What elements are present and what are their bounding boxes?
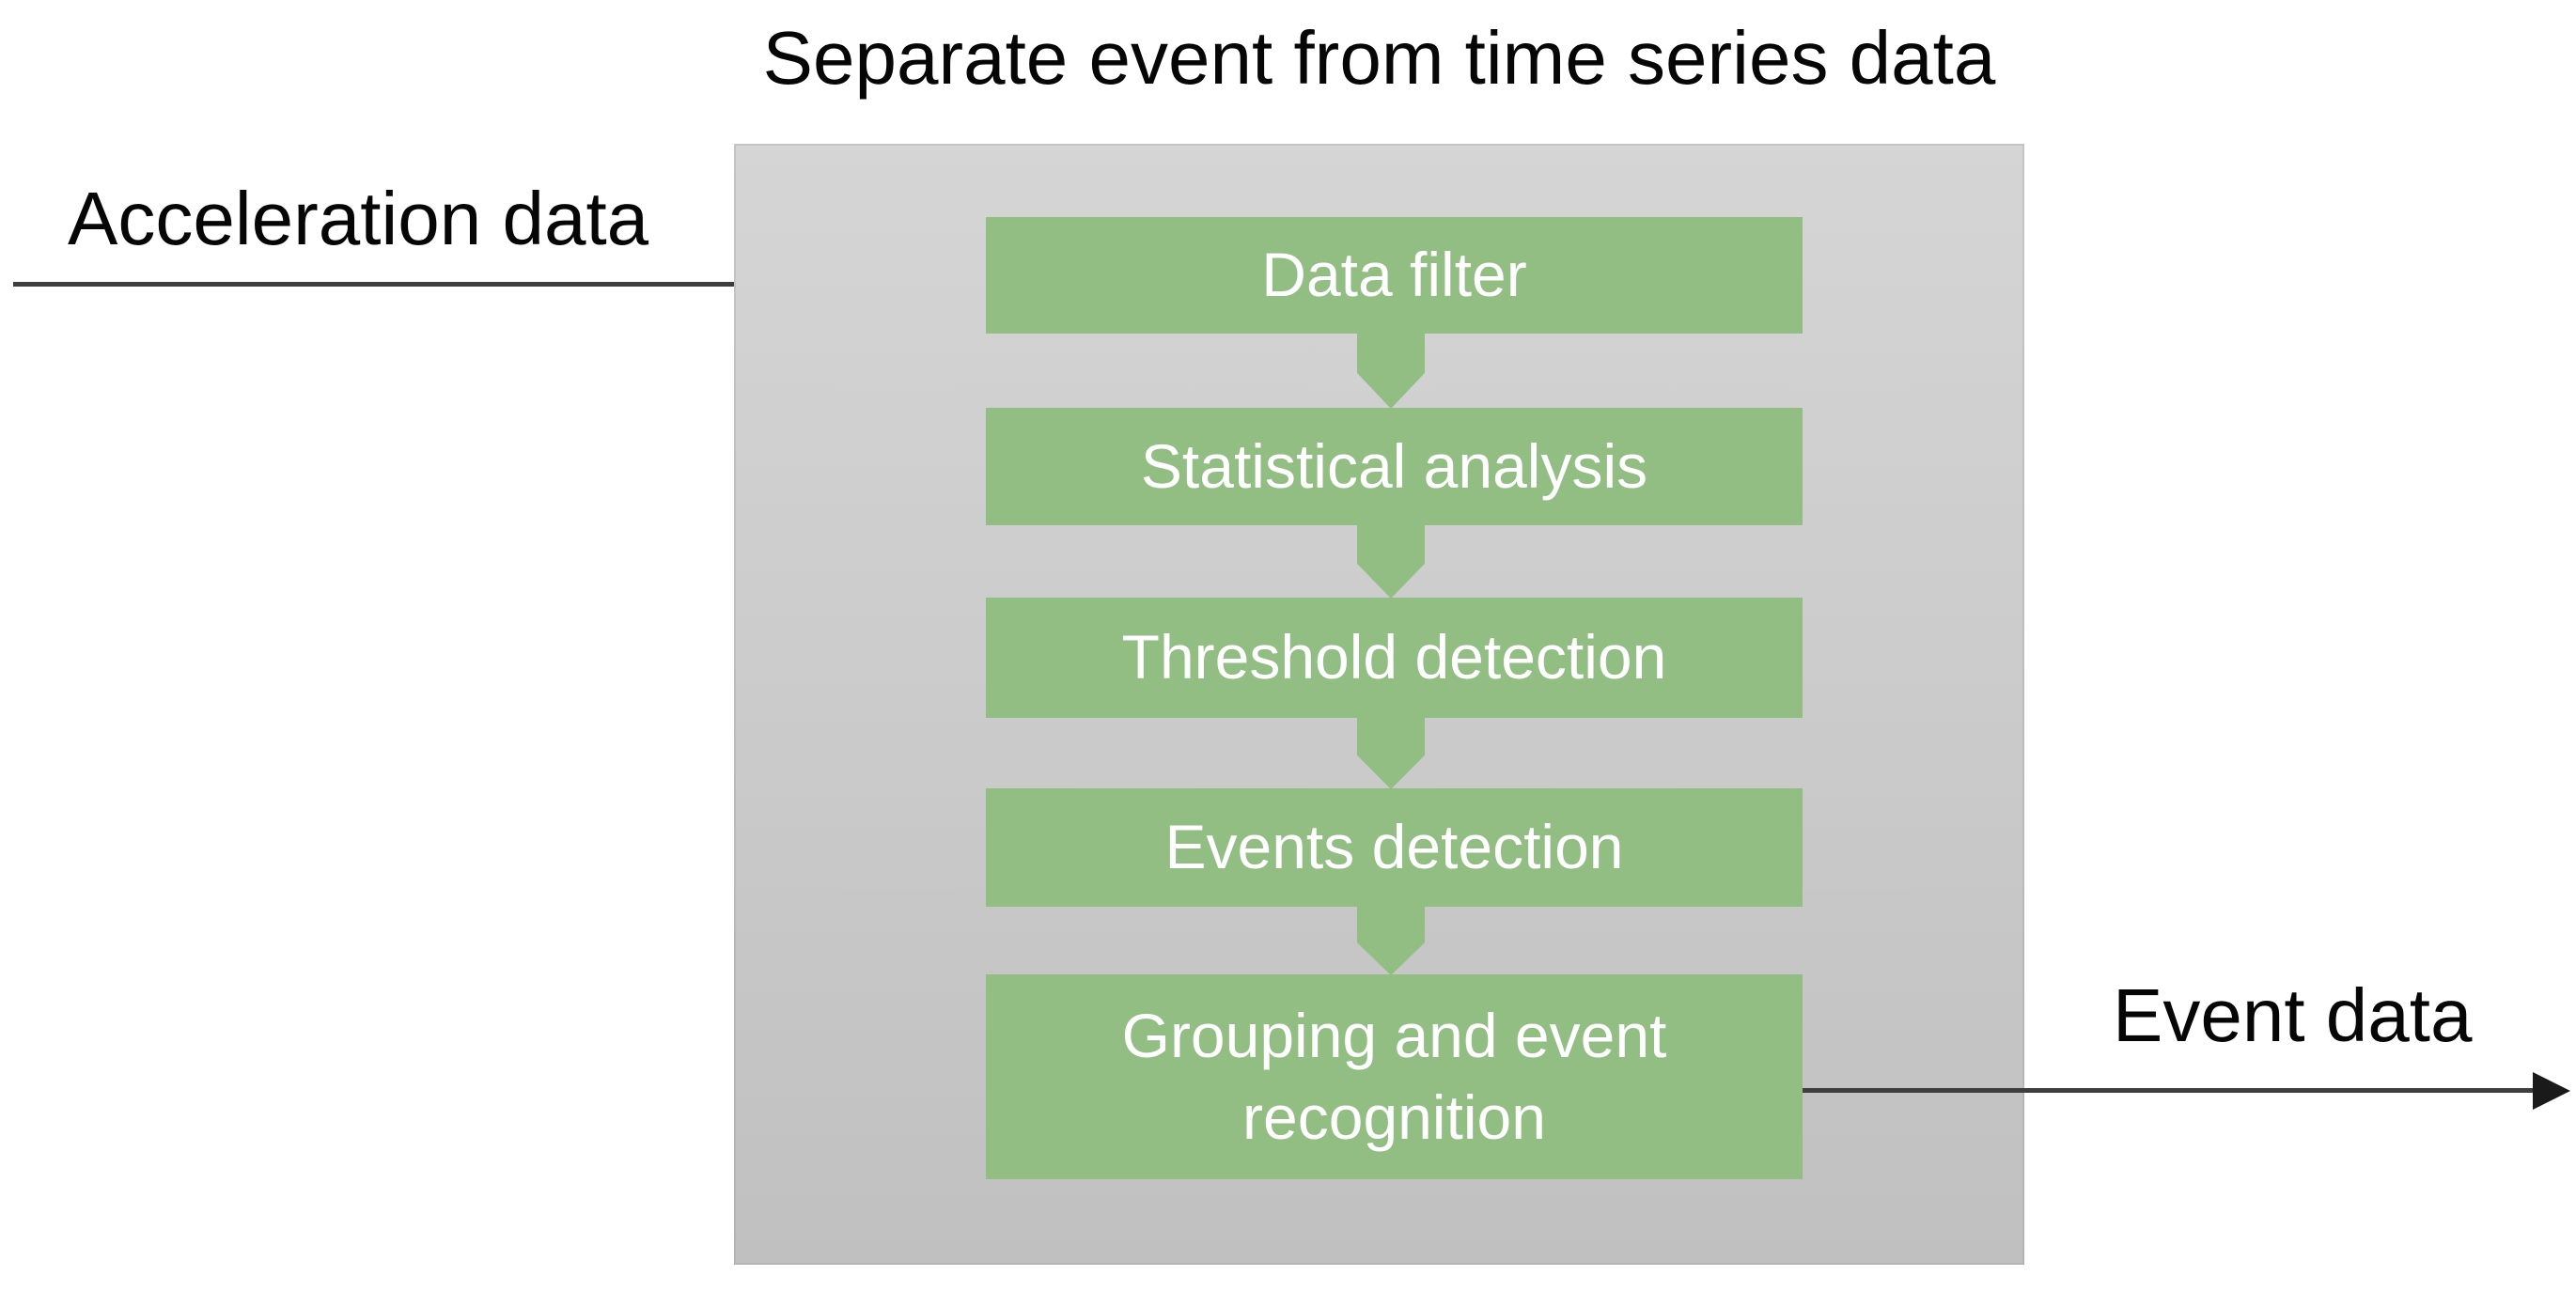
step-box-grouping-event-recognition: Grouping and event recognition [986, 974, 1803, 1179]
diagram-title: Separate event from time series data [762, 16, 1996, 100]
step-label: Events detection [1164, 812, 1624, 882]
step-box-statistical-analysis: Statistical analysis [986, 408, 1803, 525]
step-label: Statistical analysis [1140, 430, 1648, 501]
step-label: Threshold detection [1121, 622, 1667, 692]
step-box-threshold-detection: Threshold detection [986, 598, 1803, 718]
output-data-label: Event data [2113, 973, 2473, 1057]
step-box-events-detection: Events detection [986, 788, 1803, 907]
output-arrowhead-icon [2533, 1072, 2570, 1110]
step-label: Grouping and event recognition [1121, 1000, 1667, 1152]
input-data-label: Acceleration data [68, 177, 649, 260]
step-box-data-filter: Data filter [986, 217, 1803, 334]
output-arrow-line [1803, 1088, 2535, 1093]
input-arrow-line [13, 282, 951, 287]
step-label: Data filter [1261, 240, 1527, 310]
